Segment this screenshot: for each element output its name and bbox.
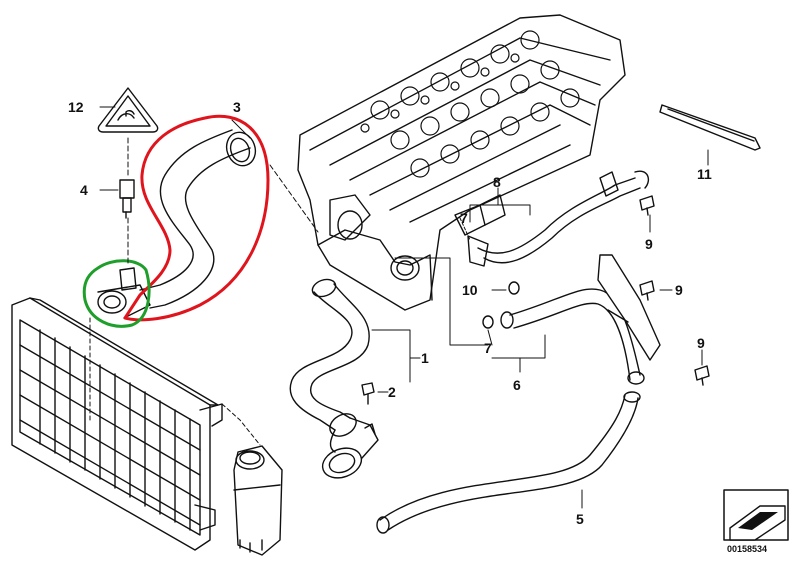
seal-7 <box>482 315 494 329</box>
part-label-12: 12 <box>68 99 84 115</box>
expansion-tank <box>233 445 283 556</box>
part-label-3: 3 <box>233 99 241 115</box>
bolt-9b <box>639 280 655 301</box>
part-label-9a: 9 <box>645 236 653 252</box>
part-label-4: 4 <box>80 182 88 198</box>
cable-tie-11 <box>659 104 761 151</box>
engine-cylinder-head <box>297 14 626 311</box>
seal-10 <box>508 281 520 295</box>
part-label-5: 5 <box>576 511 584 527</box>
coolant-pipe-8 <box>467 170 650 267</box>
part-label-9b: 9 <box>675 282 683 298</box>
part-label-8: 8 <box>493 174 501 190</box>
part-label-2: 2 <box>388 384 396 400</box>
bolt-2 <box>361 382 375 405</box>
warning-label-icon <box>97 87 159 133</box>
bolt-9c <box>694 365 710 386</box>
upper-radiator-hose <box>97 129 257 319</box>
part-label-1: 1 <box>421 350 429 366</box>
heater-hose-5 <box>376 391 641 534</box>
temperature-sensor <box>119 179 135 219</box>
green-highlight-circle <box>82 259 151 328</box>
coolant-pipe-6 <box>500 254 661 385</box>
part-label-7b: 7 <box>484 340 492 356</box>
part-label-7a: 7 <box>460 210 468 226</box>
part-label-11: 11 <box>697 166 712 182</box>
diagram-code: 00158534 <box>727 544 768 554</box>
leader-lines <box>89 106 709 509</box>
radiator <box>11 297 223 551</box>
lower-radiator-hose <box>289 278 379 479</box>
part-label-6: 6 <box>513 377 521 393</box>
diagram-logo-icon <box>723 489 789 541</box>
part-label-10: 10 <box>462 282 478 298</box>
bolt-9a <box>639 195 655 216</box>
red-highlight-circle <box>123 114 270 322</box>
part-label-9c: 9 <box>697 335 705 351</box>
